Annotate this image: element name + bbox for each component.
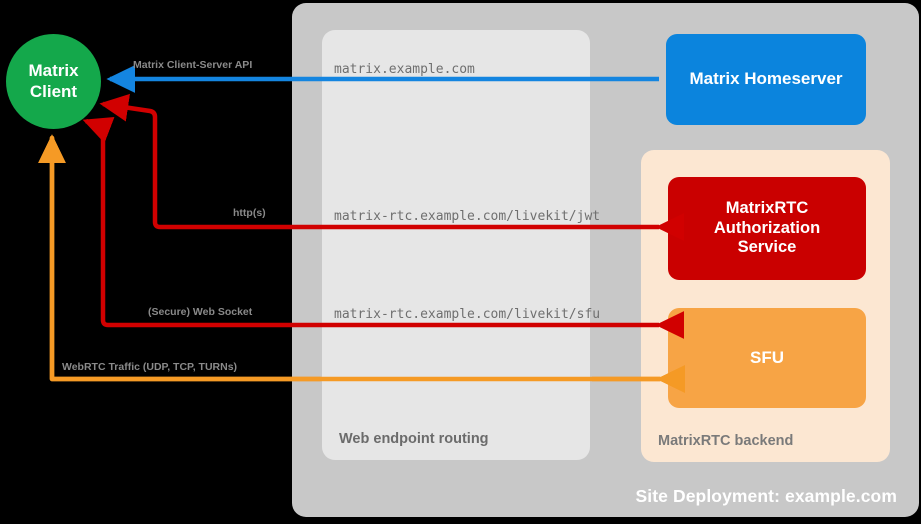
node-auth-line1: MatrixRTC	[725, 199, 809, 218]
site-deployment-label: Site Deployment: example.com	[635, 486, 897, 506]
edge-label-secure-web-socket: (Secure) Web Socket	[148, 306, 253, 318]
web-endpoint-routing-label: Web endpoint routing	[339, 431, 489, 447]
webrtc-traffic-arrow-head-left	[38, 134, 323, 382]
node-matrix-homeserver-label: Matrix Homeserver	[689, 69, 843, 89]
node-sfu[interactable]: SFU	[668, 308, 866, 408]
node-auth-line3: Service	[737, 238, 797, 257]
edge-label-webrtc-traffic: WebRTC Traffic (UDP, TCP, TURNs)	[62, 361, 238, 373]
node-matrix-client-line2: Client	[29, 81, 78, 101]
node-matrix-homeserver[interactable]: Matrix Homeserver	[666, 34, 866, 125]
url-label-matrix-example-com: matrix.example.com	[334, 62, 475, 77]
edge-label-http-s: http(s)	[233, 207, 266, 219]
node-matrixrtc-authorization-service[interactable]: MatrixRTC Authorization Service	[668, 177, 866, 280]
web-endpoint-routing-container: Web endpoint routing	[322, 30, 590, 460]
node-auth-line2: Authorization	[713, 218, 821, 237]
node-matrix-client[interactable]: Matrix Client	[6, 34, 101, 129]
url-label-livekit-jwt: matrix-rtc.example.com/livekit/jwt	[334, 209, 601, 224]
node-sfu-label: SFU	[750, 347, 784, 367]
node-matrix-client-line1: Matrix	[28, 61, 79, 81]
url-label-livekit-sfu: matrix-rtc.example.com/livekit/sfu	[334, 307, 601, 322]
edge-label-client-server-api: Matrix Client-Server API	[133, 59, 253, 71]
matrixrtc-backend-label: MatrixRTC backend	[658, 433, 794, 449]
